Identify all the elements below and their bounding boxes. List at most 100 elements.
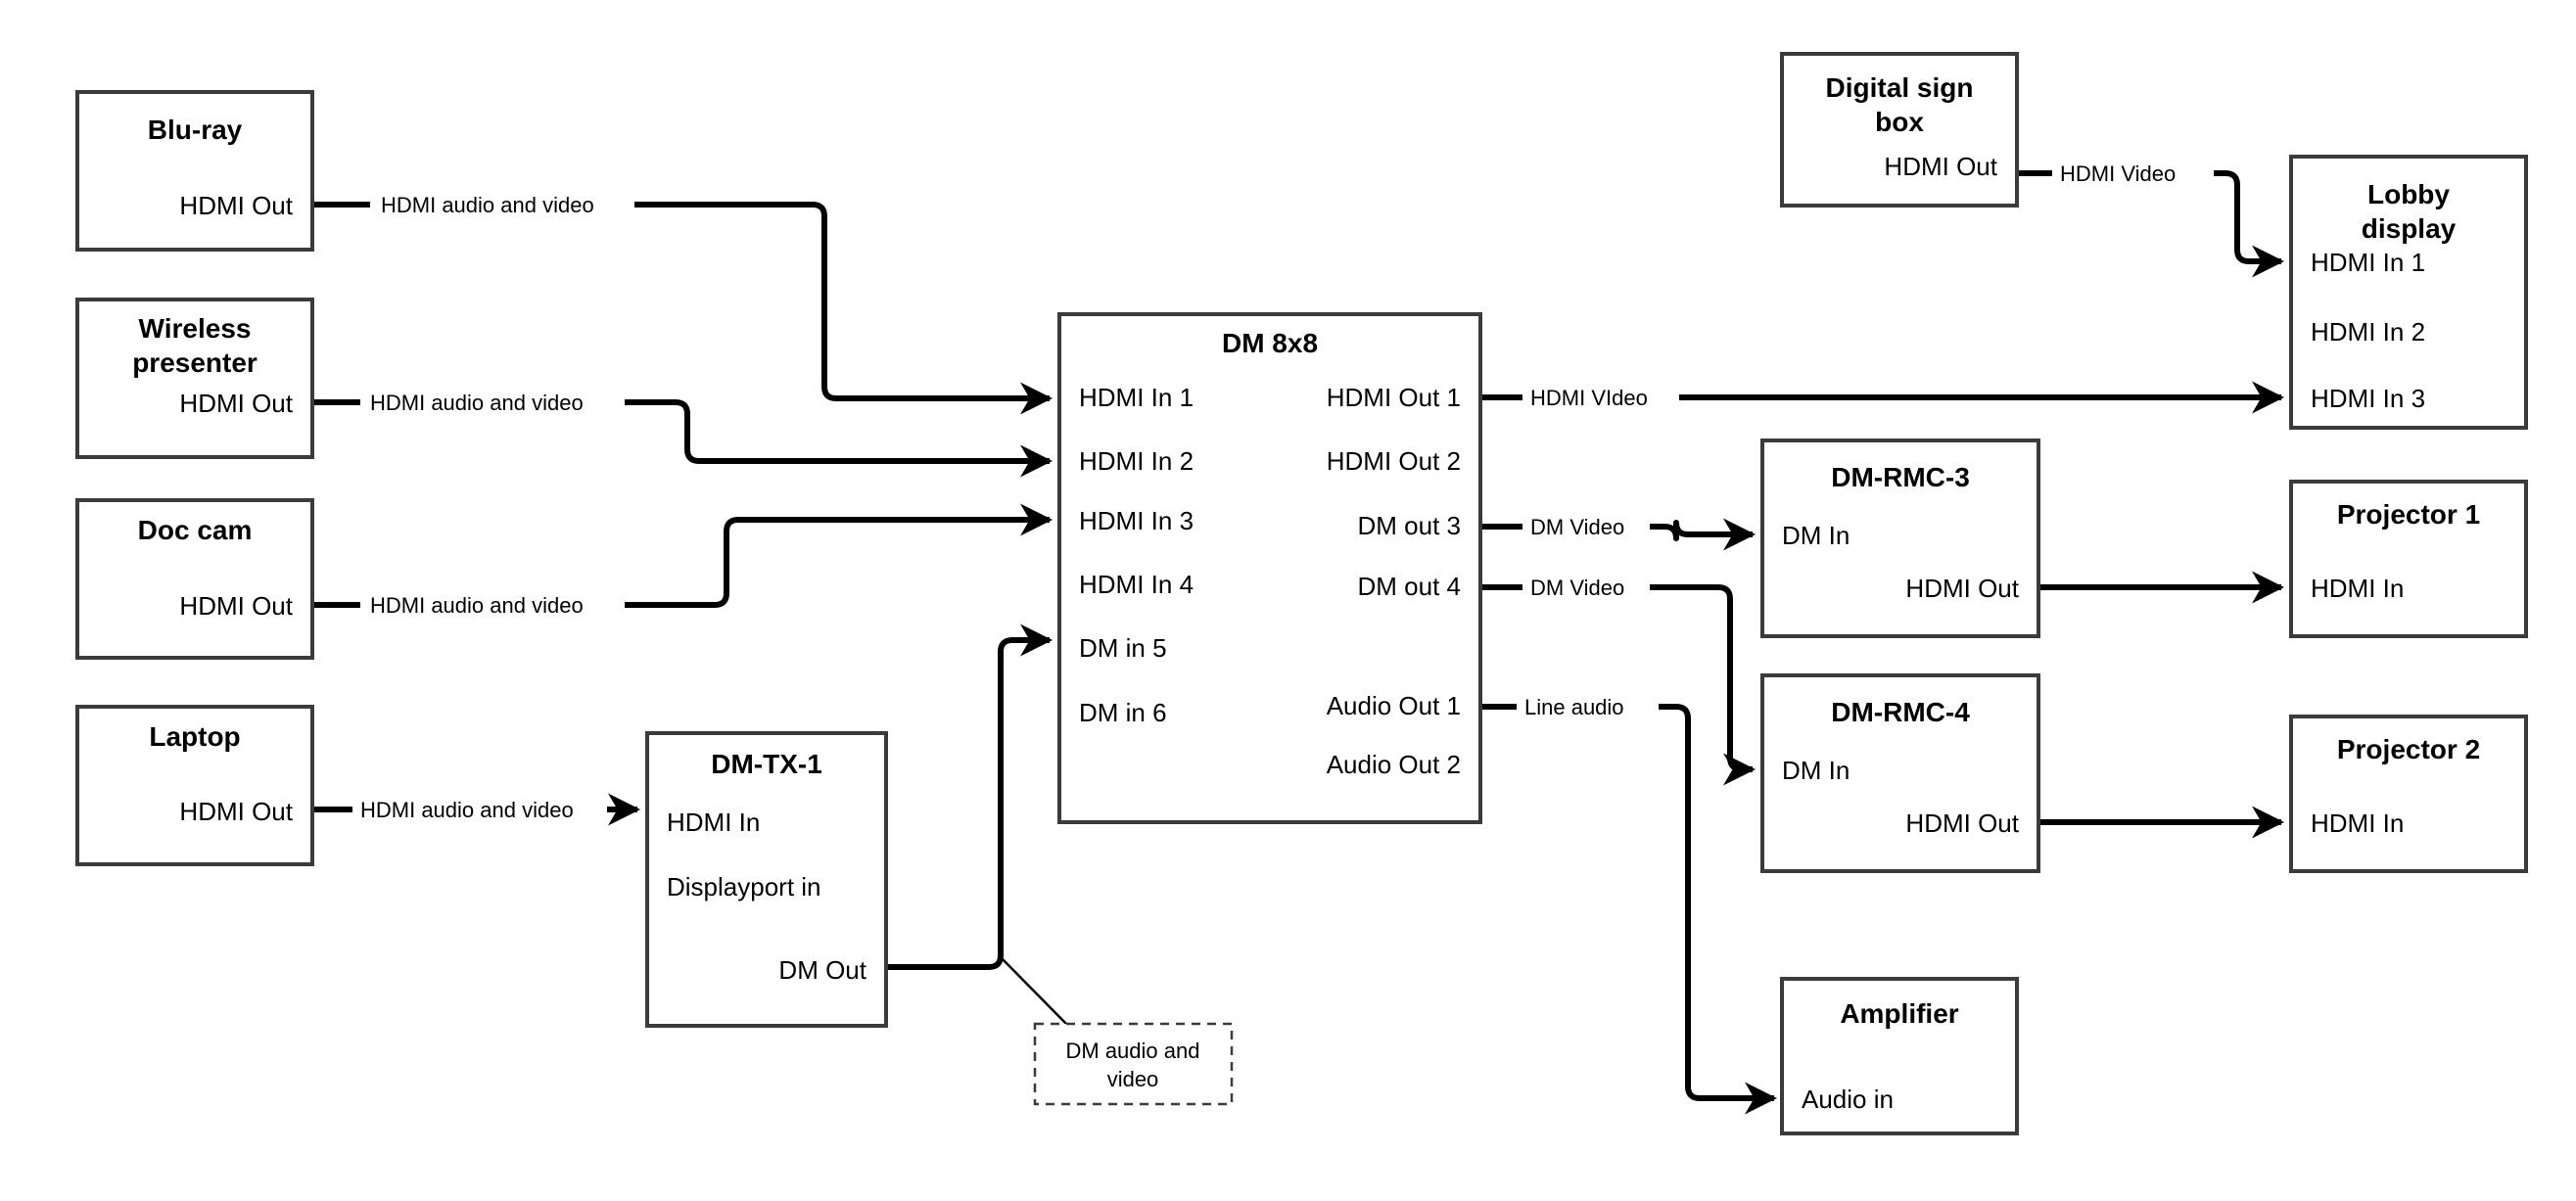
port-lobby-display-hdmi-in-1: HDMI In 1 <box>2311 248 2425 277</box>
node-dm-rmc-4-box[interactable] <box>1760 673 2040 873</box>
edge-hdmi-out-1-to-lobby-hdmi-in-3: HDMI VIdeo <box>1480 381 2284 414</box>
edge-doccam-to-hdmi-in-3: HDMI audio and video <box>312 503 1053 622</box>
node-projector-1-box[interactable] <box>2289 480 2528 638</box>
edge-path <box>1480 584 1756 786</box>
node-amplifier[interactable]: Amplifier Audio in <box>1780 977 2019 1135</box>
port-amplifier-audio-in: Audio in <box>1802 1085 1894 1114</box>
node-bluray-box[interactable] <box>75 90 314 252</box>
port-dm-rmc-3-hdmi-out: HDMI Out <box>1905 574 2019 603</box>
edge-dm-out-4-to-rmc4: DM Video <box>1480 571 1756 786</box>
edge-signbox-to-lobby-hdmi-in-1: HDMI Video <box>2017 157 2284 278</box>
node-lobby-display-box[interactable] <box>2289 155 2528 430</box>
port-dm-8x8-hdmi-in-1: HDMI In 1 <box>1079 383 1194 412</box>
edge-label-line-audio: Line audio <box>1524 695 1624 719</box>
node-dm-rmc-4-title: DM-RMC-4 <box>1831 697 1970 727</box>
node-digital-sign-box[interactable]: Digital sign box HDMI Out <box>1780 52 2019 208</box>
edge-path <box>1480 704 1777 1115</box>
node-dm-rmc-3[interactable]: DM-RMC-3 DM In HDMI Out <box>1760 439 2040 638</box>
node-doc-cam[interactable]: Doc cam HDMI Out <box>75 498 314 660</box>
edge-label-backing <box>370 188 634 221</box>
edge-label-laptop: HDMI audio and video <box>360 798 574 822</box>
node-bluray-title: Blu-ray <box>148 115 243 145</box>
callout-dm-audio-and-video: DM audio and video <box>1033 1022 1234 1106</box>
port-dm-8x8-dm-out-3: DM out 3 <box>1358 511 1462 540</box>
port-dm-rmc-4-dm-in: DM In <box>1782 756 1850 785</box>
node-dm-rmc-3-box[interactable] <box>1760 439 2040 638</box>
edge-label-backing <box>360 386 625 419</box>
node-projector-1[interactable]: Projector 1 HDMI In <box>2289 480 2528 638</box>
edge-path <box>1480 518 1756 551</box>
node-digital-sign-box-title-line2: box <box>1875 107 1924 137</box>
port-dm-8x8-hdmi-out-1: HDMI Out 1 <box>1327 383 1461 412</box>
port-dm-8x8-dm-in-5: DM in 5 <box>1079 633 1167 663</box>
edge-path <box>2017 170 2284 278</box>
edge-label-hdmi-video-signbox: HDMI Video <box>2060 162 2176 186</box>
port-digital-sign-box-hdmi-out: HDMI Out <box>1884 152 1997 181</box>
port-dm-rmc-3-dm-in: DM In <box>1782 521 1850 550</box>
port-dm-8x8-dm-out-4: DM out 4 <box>1358 572 1462 601</box>
port-lobby-display-hdmi-in-3: HDMI In 3 <box>2311 384 2425 413</box>
edge-path <box>312 503 1053 608</box>
port-dm-tx-1-hdmi-in: HDMI In <box>667 808 760 837</box>
port-dm-8x8-audio-out-1: Audio Out 1 <box>1327 691 1461 720</box>
port-dm-rmc-4-hdmi-out: HDMI Out <box>1905 808 2019 838</box>
node-dm-rmc-3-title: DM-RMC-3 <box>1831 462 1970 492</box>
edge-label-hdmi-video-out1: HDMI VIdeo <box>1530 386 1648 410</box>
node-digital-sign-box-title: Digital sign <box>1826 72 1974 103</box>
node-dm-rmc-4[interactable]: DM-RMC-4 DM In HDMI Out <box>1760 673 2040 873</box>
node-wireless-presenter-title-line2: presenter <box>132 347 258 378</box>
node-digital-sign-box-box[interactable] <box>1780 52 2019 208</box>
edge-label-doccam: HDMI audio and video <box>370 593 584 618</box>
edge-path <box>886 624 1053 970</box>
node-lobby-display[interactable]: Lobby display HDMI In 1 HDMI In 2 HDMI I… <box>2289 155 2528 430</box>
node-lobby-display-title-line2: display <box>2362 213 2457 244</box>
node-wireless-presenter-title: Wireless <box>139 313 252 344</box>
node-doc-cam-title: Doc cam <box>138 515 253 545</box>
node-laptop[interactable]: Laptop HDMI Out <box>75 705 314 866</box>
node-projector-2[interactable]: Projector 2 HDMI In <box>2289 715 2528 873</box>
node-dm-tx-1[interactable]: DM-TX-1 HDMI In Displayport in DM Out <box>645 731 888 1028</box>
port-bluray-hdmi-out: HDMI Out <box>179 191 293 220</box>
node-laptop-title: Laptop <box>149 721 240 752</box>
port-dm-tx-1-dm-out: DM Out <box>778 955 866 985</box>
edge-laptop-to-dm-tx-1: HDMI audio and video <box>312 793 640 826</box>
callout-text-line-2: video <box>1107 1067 1159 1091</box>
port-projector-2-hdmi-in: HDMI In <box>2311 808 2404 838</box>
edge-label-backing <box>1522 381 1679 414</box>
node-wireless-presenter[interactable]: Wireless presenter HDMI Out <box>75 298 314 459</box>
node-projector-1-title: Projector 1 <box>2337 499 2480 530</box>
node-amplifier-title: Amplifier <box>1840 998 1958 1029</box>
port-dm-8x8-hdmi-out-2: HDMI Out 2 <box>1327 446 1461 476</box>
node-laptop-box[interactable] <box>75 705 314 866</box>
edge-label-backing <box>352 793 607 826</box>
edge-dm-out-3-to-rmc3: DM Video <box>1480 510 1756 551</box>
port-dm-8x8-audio-out-2: Audio Out 2 <box>1327 750 1461 779</box>
port-dm-8x8-hdmi-in-3: HDMI In 3 <box>1079 506 1194 535</box>
callout-leader-line <box>1000 956 1071 1029</box>
node-doc-cam-box[interactable] <box>75 498 314 660</box>
node-amplifier-box[interactable] <box>1780 977 2019 1135</box>
node-dm-tx-1-box[interactable] <box>645 731 888 1028</box>
edge-label-wireless: HDMI audio and video <box>370 391 584 415</box>
edge-path <box>312 399 1053 478</box>
edge-wireless-to-hdmi-in-2: HDMI audio and video <box>312 386 1053 478</box>
edge-label-backing <box>2052 157 2214 190</box>
edge-label-backing <box>360 588 625 622</box>
node-dm-8x8-title: DM 8x8 <box>1222 328 1318 358</box>
edge-label-backing <box>1522 510 1650 543</box>
port-laptop-hdmi-out: HDMI Out <box>179 797 293 826</box>
node-dm-8x8[interactable]: DM 8x8 HDMI In 1 HDMI In 2 HDMI In 3 HDM… <box>1057 312 1482 824</box>
node-bluray[interactable]: Blu-ray HDMI Out <box>75 90 314 252</box>
edge-label-dm-video-3: DM Video <box>1530 515 1624 539</box>
node-dm-8x8-box[interactable] <box>1057 312 1482 824</box>
edge-path <box>312 202 1053 415</box>
node-dm-tx-1-title: DM-TX-1 <box>711 749 822 779</box>
node-lobby-display-title: Lobby <box>2367 179 2450 209</box>
edge-label-bluray: HDMI audio and video <box>381 193 594 217</box>
edge-bluray-to-hdmi-in-1: HDMI audio and video <box>312 188 1053 415</box>
node-wireless-presenter-box[interactable] <box>75 298 314 459</box>
port-dm-tx-1-displayport-in: Displayport in <box>667 872 821 901</box>
port-dm-8x8-dm-in-6: DM in 6 <box>1079 698 1167 727</box>
node-projector-2-box[interactable] <box>2289 715 2528 873</box>
